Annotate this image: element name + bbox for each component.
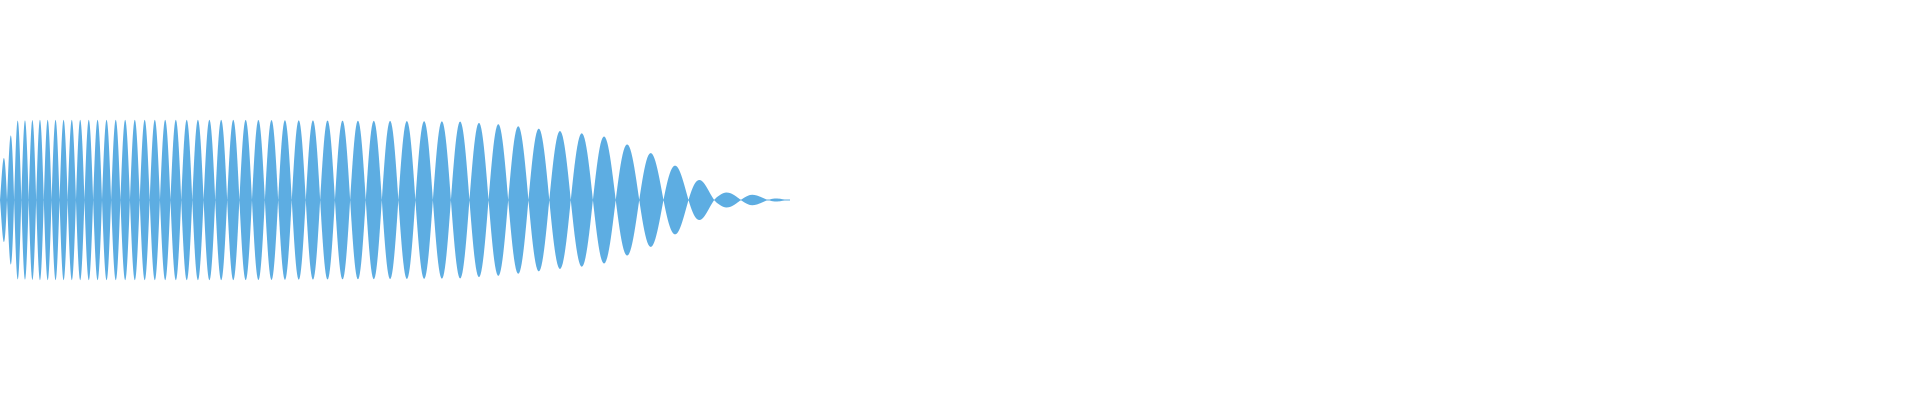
waveform-lobes [0,119,790,281]
